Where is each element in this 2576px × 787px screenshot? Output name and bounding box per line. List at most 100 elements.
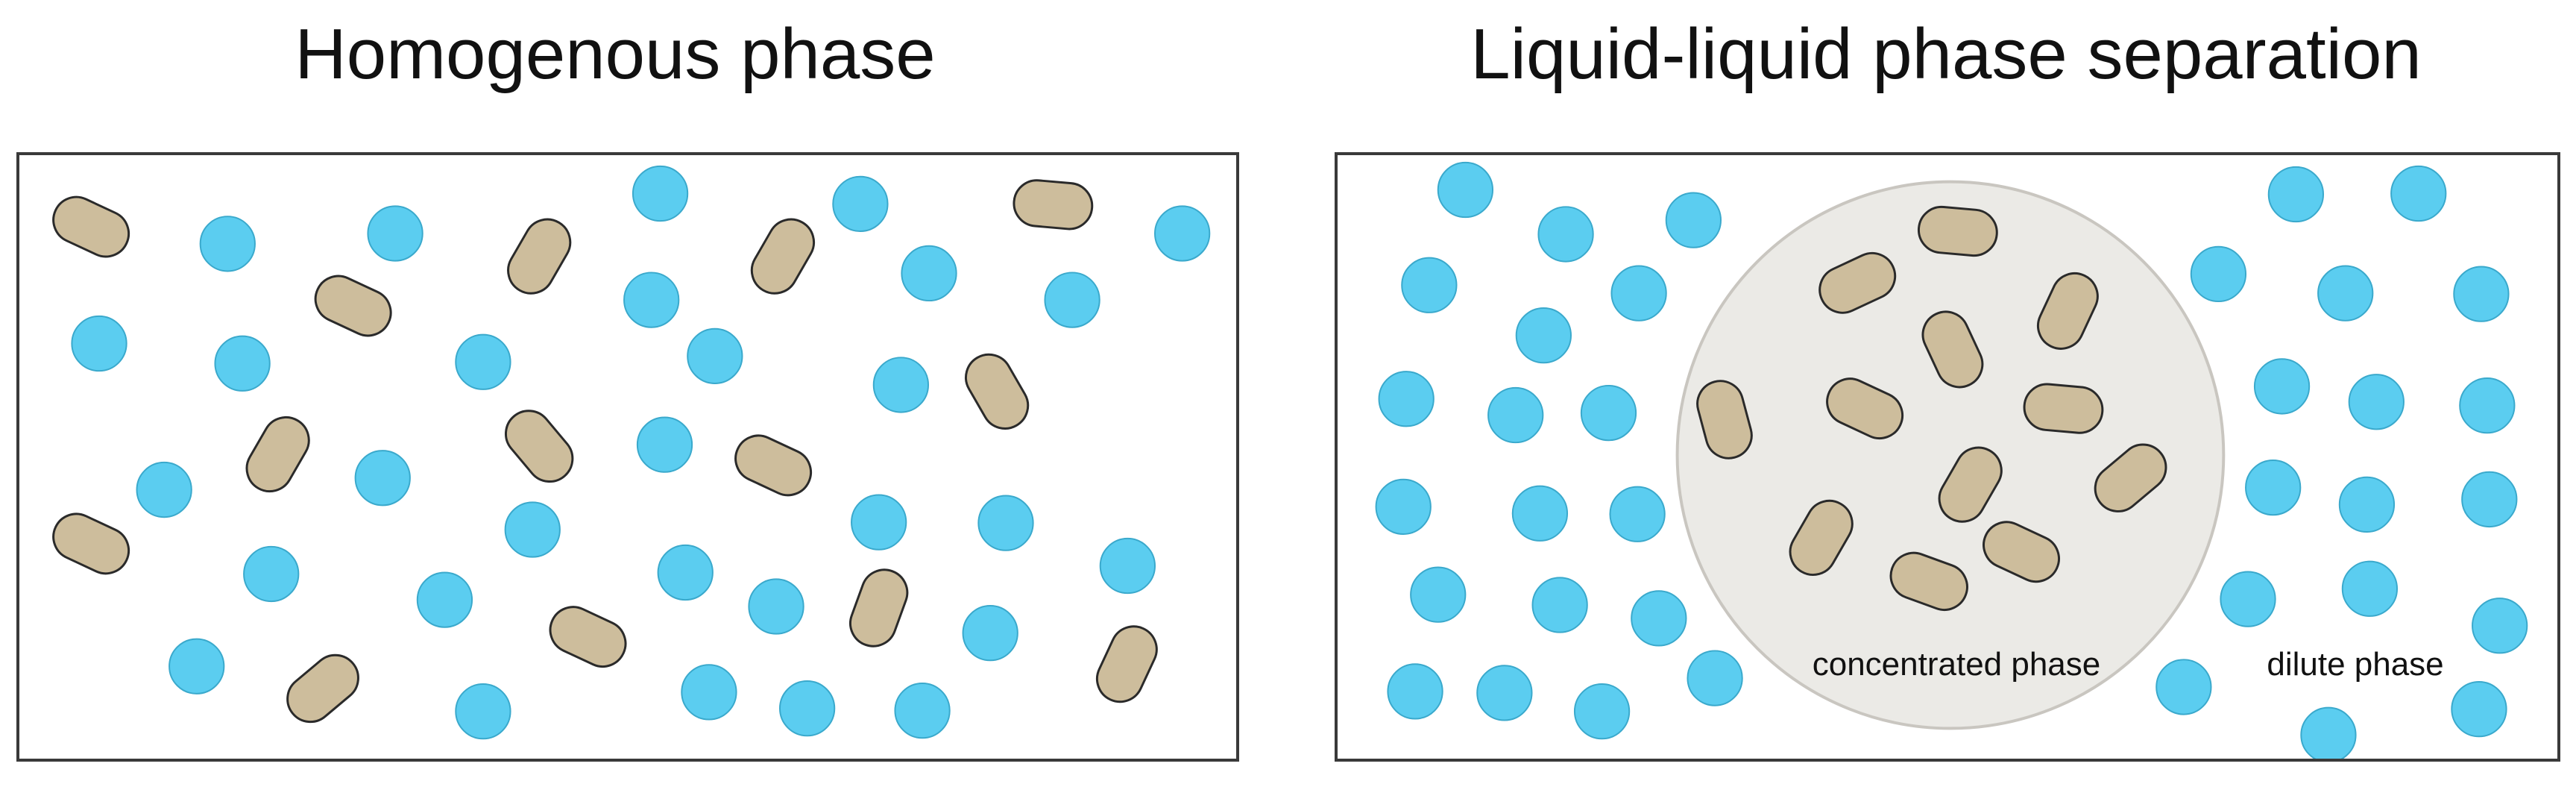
protein-circle xyxy=(1631,590,1687,647)
protein-circle xyxy=(136,461,192,518)
protein-circle xyxy=(416,571,473,628)
llps-panel: concentrated phase dilute phase xyxy=(1335,152,2560,762)
protein-circle xyxy=(455,683,511,740)
protein-circle xyxy=(1387,663,1443,720)
protein-circle xyxy=(657,544,714,601)
molecule-capsule xyxy=(52,512,130,575)
protein-circle xyxy=(1410,566,1467,623)
protein-circle xyxy=(214,335,271,392)
protein-circle xyxy=(962,605,1018,662)
protein-circle xyxy=(778,680,836,737)
homogenous-phase-title: Homogenous phase xyxy=(295,14,936,94)
protein-circle xyxy=(1378,371,1435,427)
molecule-capsule xyxy=(849,568,909,648)
protein-circle xyxy=(2472,598,2528,654)
molecule-capsule xyxy=(1696,380,1753,460)
molecule-capsule xyxy=(549,606,627,668)
protein-circle xyxy=(1487,386,1544,444)
protein-circle xyxy=(977,495,1034,551)
protein-circle xyxy=(1511,485,1569,542)
protein-circle xyxy=(1573,683,1631,740)
protein-circle xyxy=(1099,537,1156,595)
protein-circle xyxy=(872,357,930,413)
protein-circle xyxy=(2338,476,2396,533)
protein-circle xyxy=(681,664,737,721)
protein-circle xyxy=(243,545,300,603)
protein-circle xyxy=(2348,374,2405,430)
protein-circle xyxy=(894,683,951,739)
molecule-capsule xyxy=(1921,310,1984,389)
protein-circle xyxy=(199,216,256,272)
molecule-capsule xyxy=(965,353,1030,430)
homogenous-diagram xyxy=(52,165,1211,740)
molecule-capsule xyxy=(286,653,359,724)
protein-circle xyxy=(455,333,511,390)
protein-circle xyxy=(2451,681,2507,738)
molecule-capsule xyxy=(1938,446,2003,523)
molecule-capsule xyxy=(1818,251,1897,314)
molecule-capsule xyxy=(2023,383,2104,434)
protein-circle xyxy=(1687,650,1743,706)
protein-circle xyxy=(1537,206,1594,263)
protein-circle xyxy=(2317,265,2374,322)
homogenous-panel xyxy=(16,152,1239,762)
molecule-capsule xyxy=(1983,521,2060,583)
protein-circle xyxy=(623,272,680,328)
protein-circle xyxy=(1580,384,1637,442)
protein-circle xyxy=(832,175,889,232)
llps-title: Liquid-liquid phase separation xyxy=(1470,14,2422,94)
protein-circle xyxy=(1044,272,1100,328)
molecule-capsule xyxy=(734,434,812,497)
protein-circle xyxy=(2190,245,2247,303)
protein-circle xyxy=(632,165,689,222)
protein-circle xyxy=(636,416,693,473)
molecule-capsule xyxy=(52,195,130,258)
molecule-capsule xyxy=(750,218,816,295)
protein-circle xyxy=(2341,560,2399,617)
protein-circle xyxy=(504,501,561,558)
protein-circle xyxy=(2390,165,2447,222)
molecule-capsule xyxy=(1095,625,1158,703)
protein-circle xyxy=(2245,459,2302,516)
protein-circle xyxy=(1531,577,1588,633)
molecule-capsule xyxy=(2094,443,2167,512)
protein-circle xyxy=(2155,659,2212,715)
llps-diagram xyxy=(1375,161,2528,759)
molecule-capsule xyxy=(314,275,392,337)
protein-circle xyxy=(71,315,127,372)
molecule-capsule xyxy=(2037,272,2099,350)
protein-circle xyxy=(851,494,907,551)
molecule-capsule xyxy=(1013,179,1094,231)
molecule-capsule xyxy=(1789,499,1854,576)
protein-circle xyxy=(2300,706,2357,759)
protein-circle xyxy=(367,205,423,262)
protein-circle xyxy=(1375,478,1432,535)
molecule-capsule xyxy=(1917,205,1998,257)
protein-circle xyxy=(1401,257,1458,313)
protein-circle xyxy=(901,245,957,302)
dilute-phase-label: dilute phase xyxy=(2267,646,2444,683)
molecule-capsule xyxy=(507,218,572,295)
protein-circle xyxy=(1437,161,1494,219)
protein-circle xyxy=(354,450,411,507)
protein-circle xyxy=(1154,205,1211,262)
molecule-capsule xyxy=(245,416,310,493)
protein-circle xyxy=(1609,486,1666,542)
protein-circle xyxy=(1610,265,1667,322)
molecule-capsule xyxy=(1826,377,1904,440)
protein-circle xyxy=(1665,192,1722,248)
protein-circle xyxy=(1515,307,1572,364)
protein-circle xyxy=(687,327,743,384)
protein-circle xyxy=(2253,358,2311,415)
molecule-capsule xyxy=(1889,551,1968,611)
protein-circle xyxy=(748,578,804,635)
molecule-capsule xyxy=(504,410,574,483)
protein-circle xyxy=(2220,571,2276,627)
protein-circle xyxy=(2453,266,2510,322)
protein-circle xyxy=(2461,471,2518,528)
protein-circle xyxy=(1476,665,1533,721)
protein-circle xyxy=(2459,377,2516,434)
concentrated-phase-label: concentrated phase xyxy=(1812,646,2101,683)
protein-circle xyxy=(2267,166,2325,223)
protein-circle xyxy=(169,638,225,694)
